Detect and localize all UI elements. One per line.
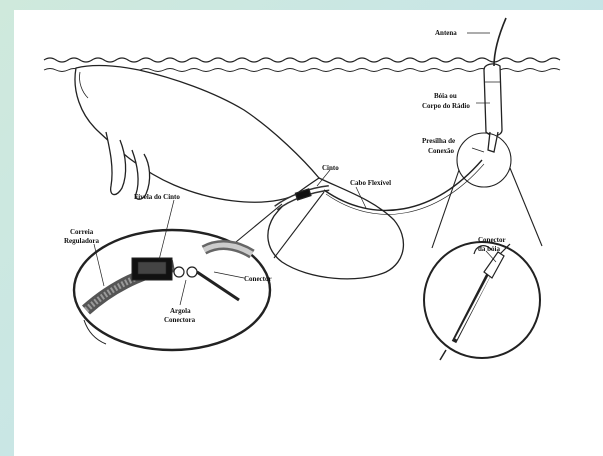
label-fivela-do-cinto: Fivela do Cinto [134,193,180,201]
label-conector-boia-line1: Conector [478,236,506,244]
manatee-radio-tag-diagram: Antena Bóia ou Corpo do Rádio Presilha d… [14,10,603,456]
label-argola-line1: Argola [170,307,191,315]
manatee [75,66,319,203]
label-presilha-line2: Conexão [428,147,455,155]
label-antena: Antena [435,29,457,37]
label-conector-boia-line2: da bóia [478,245,500,253]
label-cabo-flexivel: Cabo Flexível [350,179,391,187]
label-argola-line2: Conectora [164,316,196,324]
buoy-radio-body [484,18,506,152]
label-boia-line1: Bóia ou [434,92,457,100]
diagram-canvas: Antena Bóia ou Corpo do Rádio Presilha d… [14,10,603,456]
flexible-cable [324,160,484,214]
label-correia-line2: Reguladora [64,237,100,245]
label-presilha-line1: Presilha de [422,137,455,145]
label-correia-line1: Correia [70,228,94,236]
belt-buckle-detail [74,230,270,350]
buoy-connector-detail [424,242,540,360]
label-boia-line2: Corpo do Rádio [422,102,470,110]
label-cinto: Cinto [322,164,339,172]
label-conector: Conector [244,275,272,283]
